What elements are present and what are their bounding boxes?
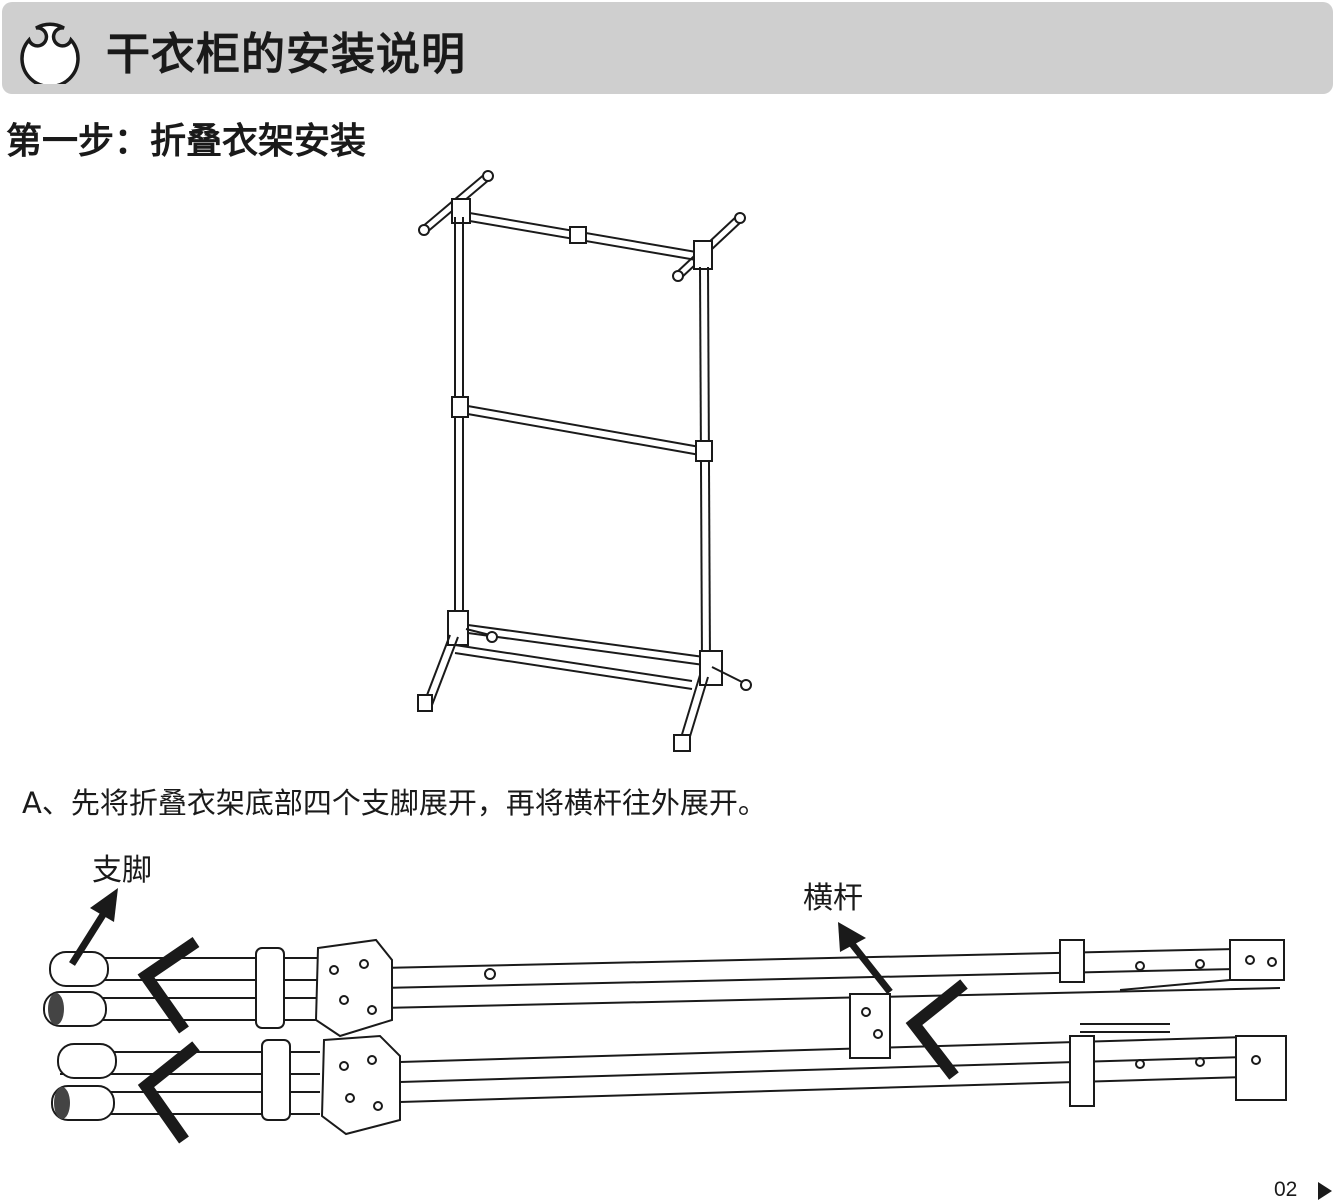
page-number: 02 — [1274, 1178, 1298, 1201]
folding-clothes-rack-illustration — [417, 170, 752, 752]
instruction-text: A、先将折叠衣架底部四个支脚展开，再将横杆往外展开。 — [22, 786, 767, 820]
folded-rack-unfold-illustration — [43, 888, 1287, 1144]
bear-head-icon — [20, 22, 80, 84]
crossbar-label: 横杆 — [803, 881, 863, 916]
header-bar: 干衣柜的安装说明 — [2, 2, 1333, 94]
leg-label: 支脚 — [92, 853, 152, 888]
play-triangle-icon — [1318, 1182, 1332, 1200]
document-title: 干衣柜的安装说明 — [106, 29, 466, 80]
step-title: 第一步：折叠衣架安装 — [6, 121, 367, 162]
